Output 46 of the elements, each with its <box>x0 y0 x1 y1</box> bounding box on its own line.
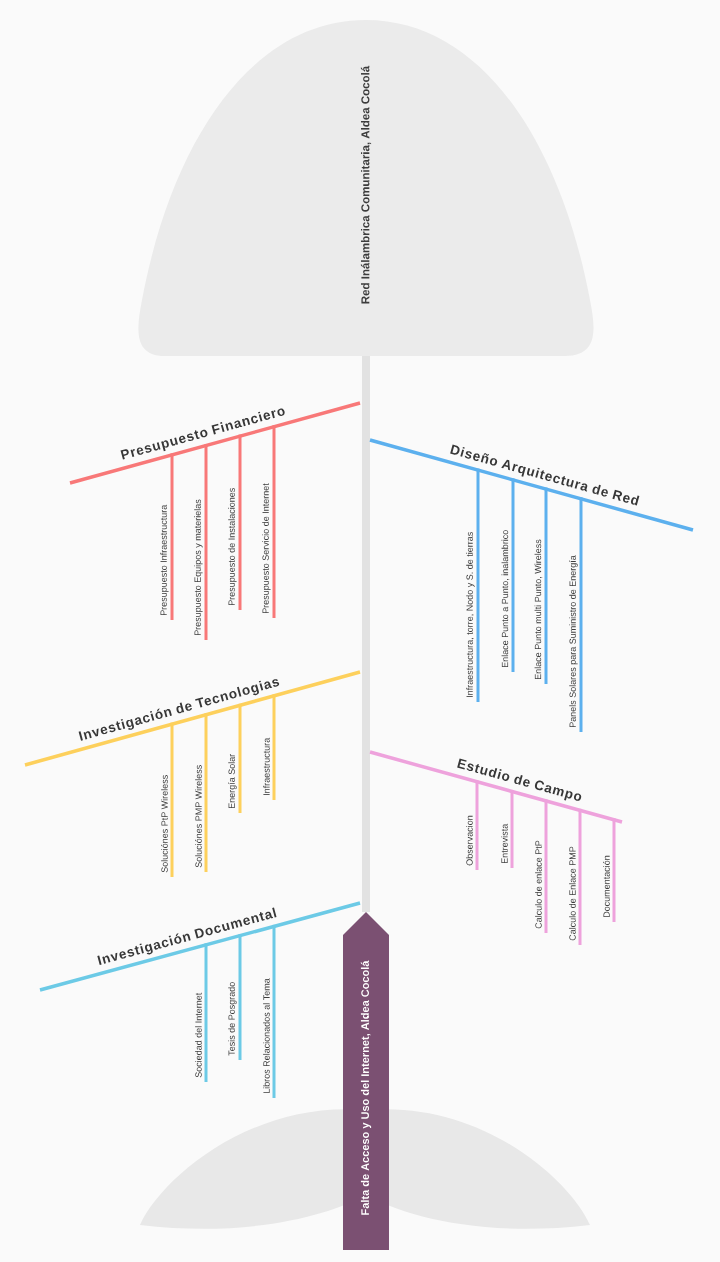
branch-line <box>578 808 582 945</box>
branch-line <box>544 799 548 933</box>
branch-line <box>476 468 480 702</box>
cause-label: Calculo de enlace PtP <box>535 840 542 929</box>
branch-line <box>579 497 583 732</box>
branch-line <box>475 780 479 870</box>
branch-line <box>204 943 208 1082</box>
cause-label: Libros Relacionados al Tema <box>263 978 270 1094</box>
cause-label: Enlace Punto multi Punto, Wireless <box>534 539 543 680</box>
cause-label: Documentación <box>603 855 610 918</box>
cause-label: Observacion <box>466 815 473 866</box>
fishbone-branch <box>24 670 361 767</box>
branch-line <box>544 487 548 684</box>
branch-line <box>170 453 174 620</box>
cause-label: Infraestructura <box>263 737 270 795</box>
fishbone-branch <box>369 750 623 824</box>
cause-label: Presupuesto Servicio de Internet <box>262 483 271 614</box>
branch-line <box>272 694 276 800</box>
fishbone-branch <box>39 901 361 992</box>
branch-line <box>204 444 208 640</box>
cause-label: Tesis de Posgrado <box>228 982 237 1056</box>
cause-label: Panels Solares para Suministro de Energía <box>569 555 578 728</box>
cause-label: Entrevista <box>501 823 508 864</box>
effect-box: Falta de Acceso y Uso del Internet, Aldea Cocolá <box>343 912 389 1250</box>
branch-line <box>238 934 242 1060</box>
branch-line <box>272 924 276 1098</box>
cause-label: Sociedad del Internet <box>195 992 202 1078</box>
fishbone-branch <box>369 438 694 532</box>
cause-label: Soluciónes PtP Wireless <box>161 775 168 873</box>
branch-line <box>238 434 242 610</box>
branch-line <box>238 703 242 813</box>
branch-line <box>170 722 174 877</box>
branch-line <box>511 478 515 672</box>
cause-label: Presupuesto Equipos y materielas <box>194 499 203 636</box>
fish-head: Red Inálambrica Comunitaria, Aldea Cocolá <box>138 20 594 356</box>
cause-label: Energía Solar <box>228 753 237 809</box>
cause-label: Calculo de Enlace PMP <box>569 846 576 941</box>
cause-label: Soluciónes PMP Wireless <box>195 765 202 868</box>
branch-line <box>204 713 208 872</box>
cause-label: Presupuesto de Instalaciones <box>228 488 237 606</box>
cause-label: Infraestructura, torre, Nodo y S. de tierras <box>466 532 475 697</box>
fishbone-branch <box>69 401 361 485</box>
branch-line <box>272 425 276 618</box>
cause-label: Enlace Punto a Punto, inalambrico <box>501 530 510 668</box>
cause-label: Presupuesto Infraestructura <box>160 504 169 616</box>
branch-line <box>612 818 616 922</box>
